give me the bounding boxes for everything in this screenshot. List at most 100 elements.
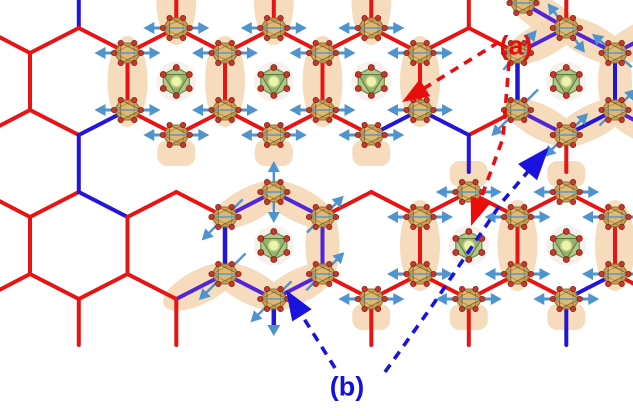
arrow-head	[240, 22, 252, 34]
arrow-head	[573, 40, 585, 53]
arrow-head	[338, 129, 350, 141]
arrow-head	[240, 129, 252, 141]
arrow-head	[624, 89, 633, 101]
site-cluster	[549, 285, 583, 313]
arrow-head	[94, 104, 106, 116]
arrow-head	[588, 293, 600, 305]
center-cluster	[253, 61, 294, 102]
arrow-head	[539, 268, 551, 280]
annotation-layer	[286, 40, 549, 374]
site-cluster	[549, 178, 583, 206]
arrow-head	[289, 104, 301, 116]
site-cluster	[500, 39, 535, 67]
arrow-head	[582, 268, 593, 280]
arrow-head	[267, 325, 281, 336]
arrow-head	[491, 124, 504, 137]
site-cluster	[305, 260, 340, 288]
site-cluster	[598, 260, 632, 288]
site-cluster	[549, 121, 583, 149]
half-dimer-stub	[254, 140, 293, 166]
arrow-head	[267, 212, 280, 223]
arrow-head	[435, 186, 447, 198]
lattice-bond	[76, 272, 130, 301]
center-cluster	[156, 61, 197, 102]
arrow-head	[484, 268, 496, 280]
site-cluster	[452, 285, 486, 313]
arrow-head	[576, 113, 589, 126]
arrow-head	[387, 104, 398, 116]
arrow-head	[393, 22, 405, 34]
arrow-head	[442, 104, 453, 116]
arrow-head	[338, 22, 350, 34]
a-arrow-2	[470, 61, 511, 226]
arrow-head	[149, 104, 161, 116]
site-cluster	[549, 14, 583, 42]
arrow-head	[289, 47, 301, 59]
arrow-head	[393, 293, 405, 305]
b-arrow-1	[286, 290, 337, 369]
site-cluster	[110, 96, 145, 124]
center-cluster	[253, 225, 294, 266]
lattice-bond	[0, 35, 32, 55]
arrow-head	[484, 211, 496, 223]
site-cluster	[403, 203, 437, 231]
site-cluster	[208, 203, 242, 231]
arrow-head	[247, 47, 258, 59]
arrow-head	[393, 129, 405, 141]
arrow-head	[143, 22, 155, 34]
lattice-bond	[0, 199, 32, 219]
site-cluster	[305, 203, 340, 231]
lattice-bond	[125, 272, 179, 301]
arrow-head	[539, 211, 551, 223]
arrow-head	[295, 129, 307, 141]
lattice-bond	[0, 272, 32, 292]
lattice-bond	[0, 108, 32, 128]
arrow-head	[331, 195, 344, 208]
lattice-bond	[28, 190, 81, 219]
center-cluster	[351, 61, 392, 102]
b-arrow-2	[383, 147, 549, 374]
site-cluster	[500, 96, 535, 124]
arrow-head	[547, 3, 560, 16]
arrow-head	[442, 47, 453, 59]
site-cluster	[403, 260, 437, 288]
arrow-head	[442, 268, 453, 280]
arrow-head	[286, 290, 312, 322]
arrow-head	[588, 186, 600, 198]
lattice-bond	[125, 190, 179, 219]
half-dimer-stub	[157, 140, 196, 166]
arrow-head	[149, 47, 161, 59]
site-cluster	[506, 0, 540, 17]
site-cluster	[110, 39, 145, 67]
arrow-head	[198, 129, 210, 141]
site-cluster	[208, 260, 242, 288]
center-cluster	[546, 225, 587, 266]
arrow-head	[387, 268, 398, 280]
site-cluster	[208, 96, 242, 124]
site-cluster	[354, 14, 388, 42]
arrow-head	[192, 104, 203, 116]
center-cluster	[546, 61, 587, 102]
site-cluster	[500, 203, 535, 231]
lattice-bond	[28, 272, 81, 301]
half-dimer-stub	[352, 140, 391, 166]
site-cluster	[354, 121, 388, 149]
site-cluster	[500, 260, 535, 288]
arrow-head	[402, 79, 431, 102]
arrow-head	[94, 47, 106, 59]
arrow-head	[518, 147, 549, 181]
arrow-head	[490, 293, 502, 305]
center-cluster	[448, 225, 489, 266]
arrow-head	[201, 228, 214, 241]
lattice-bond	[28, 108, 81, 137]
arrow-head	[533, 186, 545, 198]
site-cluster	[159, 121, 193, 149]
arrow-head	[192, 47, 203, 59]
arrow-head	[533, 293, 545, 305]
arrow-head	[344, 47, 356, 59]
arrow-head	[338, 293, 350, 305]
site-cluster	[598, 39, 632, 67]
arrow-head	[344, 104, 356, 116]
dimer-ellipses-layer	[107, 0, 633, 330]
